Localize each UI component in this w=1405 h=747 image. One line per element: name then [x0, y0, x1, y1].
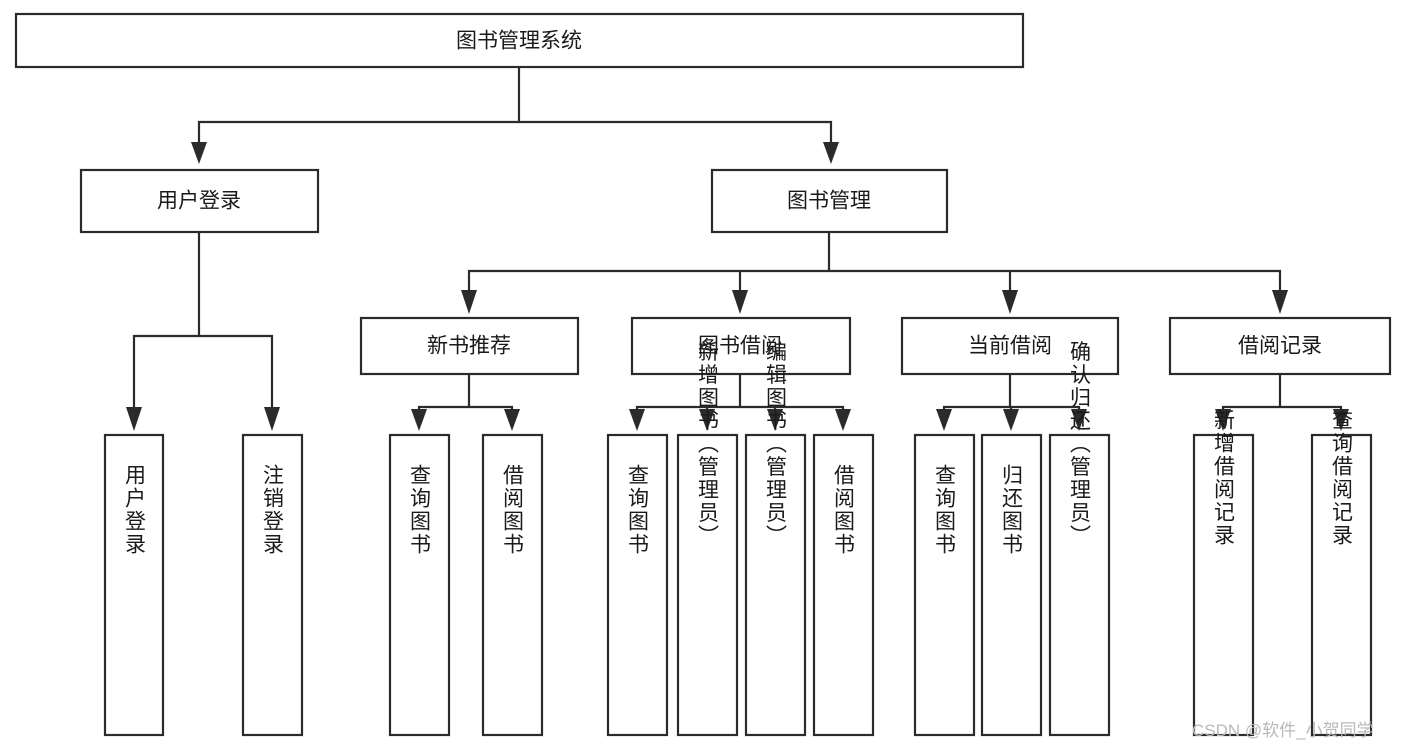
connector-group-root-to-level2: [191, 65, 839, 164]
arrow-icon: [1272, 290, 1288, 314]
node-leaf-query-borrow-record[interactable]: 查询借阅记录: [1310, 409, 1373, 737]
node-leaf-confirm-return-admin-label: 确认归还（管理员）: [1068, 341, 1092, 548]
node-leaf-borrow-book-2-label: 借阅图书: [832, 464, 856, 556]
connector-group-bookborrow-to-leaves: [629, 372, 851, 431]
node-new-book-recommend-label: 新书推荐: [427, 335, 511, 358]
node-leaf-query-book-3-label: 查询图书: [933, 464, 957, 556]
node-book-borrow-label: 图书借阅: [698, 335, 782, 358]
node-leaf-borrow-book-2[interactable]: 借阅图书: [812, 433, 875, 737]
connector-group-userlogin-to-leaves: [126, 230, 280, 431]
arrow-icon: [1215, 409, 1231, 431]
node-current-borrow[interactable]: 当前借阅: [900, 316, 1120, 376]
arrow-icon: [936, 409, 952, 431]
node-book-borrow[interactable]: 图书借阅: [630, 316, 852, 376]
arrow-icon: [191, 142, 207, 164]
node-root[interactable]: 图书管理系统: [14, 12, 1025, 69]
node-leaf-add-borrow-record[interactable]: 新增借阅记录: [1192, 409, 1255, 737]
arrow-icon: [835, 409, 851, 431]
node-leaf-confirm-return-admin[interactable]: 确认归还（管理员）: [1048, 341, 1111, 737]
node-leaf-add-borrow-record-label: 新增借阅记录: [1212, 409, 1236, 547]
node-leaf-user-logout[interactable]: 注销登录: [241, 433, 304, 737]
arrow-icon: [504, 409, 520, 431]
node-leaf-query-book-3[interactable]: 查询图书: [913, 433, 976, 737]
arrow-icon: [1002, 290, 1018, 314]
node-borrow-record[interactable]: 借阅记录: [1168, 316, 1392, 376]
node-leaf-edit-book-admin-label: 编辑图书（管理员）: [764, 341, 788, 548]
connector-group-newbook-to-leaves: [411, 372, 520, 431]
node-user-login-label: 用户登录: [157, 190, 241, 213]
arrow-icon: [629, 409, 645, 431]
node-leaf-return-book[interactable]: 归还图书: [980, 433, 1043, 737]
node-leaf-query-book-1-label: 查询图书: [408, 464, 432, 556]
arrow-icon: [264, 407, 280, 431]
node-user-login[interactable]: 用户登录: [79, 168, 320, 234]
node-leaf-add-book-admin[interactable]: 新增图书（管理员）: [676, 341, 739, 737]
arrow-icon: [699, 409, 715, 431]
connector-group-borrowrecord-to-leaves: [1215, 372, 1349, 431]
node-leaf-edit-book-admin[interactable]: 编辑图书（管理员）: [744, 341, 807, 737]
node-leaf-add-book-admin-label: 新增图书（管理员）: [696, 341, 720, 548]
arrow-icon: [1333, 409, 1349, 431]
connector-group-currentborrow-to-leaves: [936, 372, 1087, 431]
connector-group-bookmgmt-to-level3: [461, 230, 1288, 314]
node-current-borrow-label: 当前借阅: [968, 335, 1052, 358]
arrow-icon: [1071, 409, 1087, 431]
node-book-management-label: 图书管理: [787, 190, 871, 213]
node-leaf-user-login-label: 用户登录: [123, 464, 147, 556]
arrow-icon: [126, 407, 142, 431]
node-leaf-return-book-label: 归还图书: [1000, 464, 1024, 556]
node-leaf-query-borrow-record-label: 查询借阅记录: [1330, 409, 1354, 547]
arrow-icon: [767, 409, 783, 431]
node-leaf-query-book-1[interactable]: 查询图书: [388, 433, 451, 737]
arrow-icon: [823, 142, 839, 164]
node-leaf-query-book-2[interactable]: 查询图书: [606, 433, 669, 737]
node-borrow-record-label: 借阅记录: [1238, 335, 1322, 358]
node-leaf-query-book-2-label: 查询图书: [626, 464, 650, 556]
arrow-icon: [732, 290, 748, 314]
node-leaf-user-logout-label: 注销登录: [261, 464, 285, 556]
node-leaf-borrow-book-1-label: 借阅图书: [501, 464, 525, 556]
node-new-book-recommend[interactable]: 新书推荐: [359, 316, 580, 376]
node-leaf-borrow-book-1[interactable]: 借阅图书: [481, 433, 544, 737]
node-root-label: 图书管理系统: [456, 30, 582, 53]
node-book-management[interactable]: 图书管理: [710, 168, 949, 234]
arrow-icon: [461, 290, 477, 314]
arrow-icon: [1003, 409, 1019, 431]
arrow-icon: [411, 409, 427, 431]
node-leaf-user-login[interactable]: 用户登录: [103, 433, 165, 737]
